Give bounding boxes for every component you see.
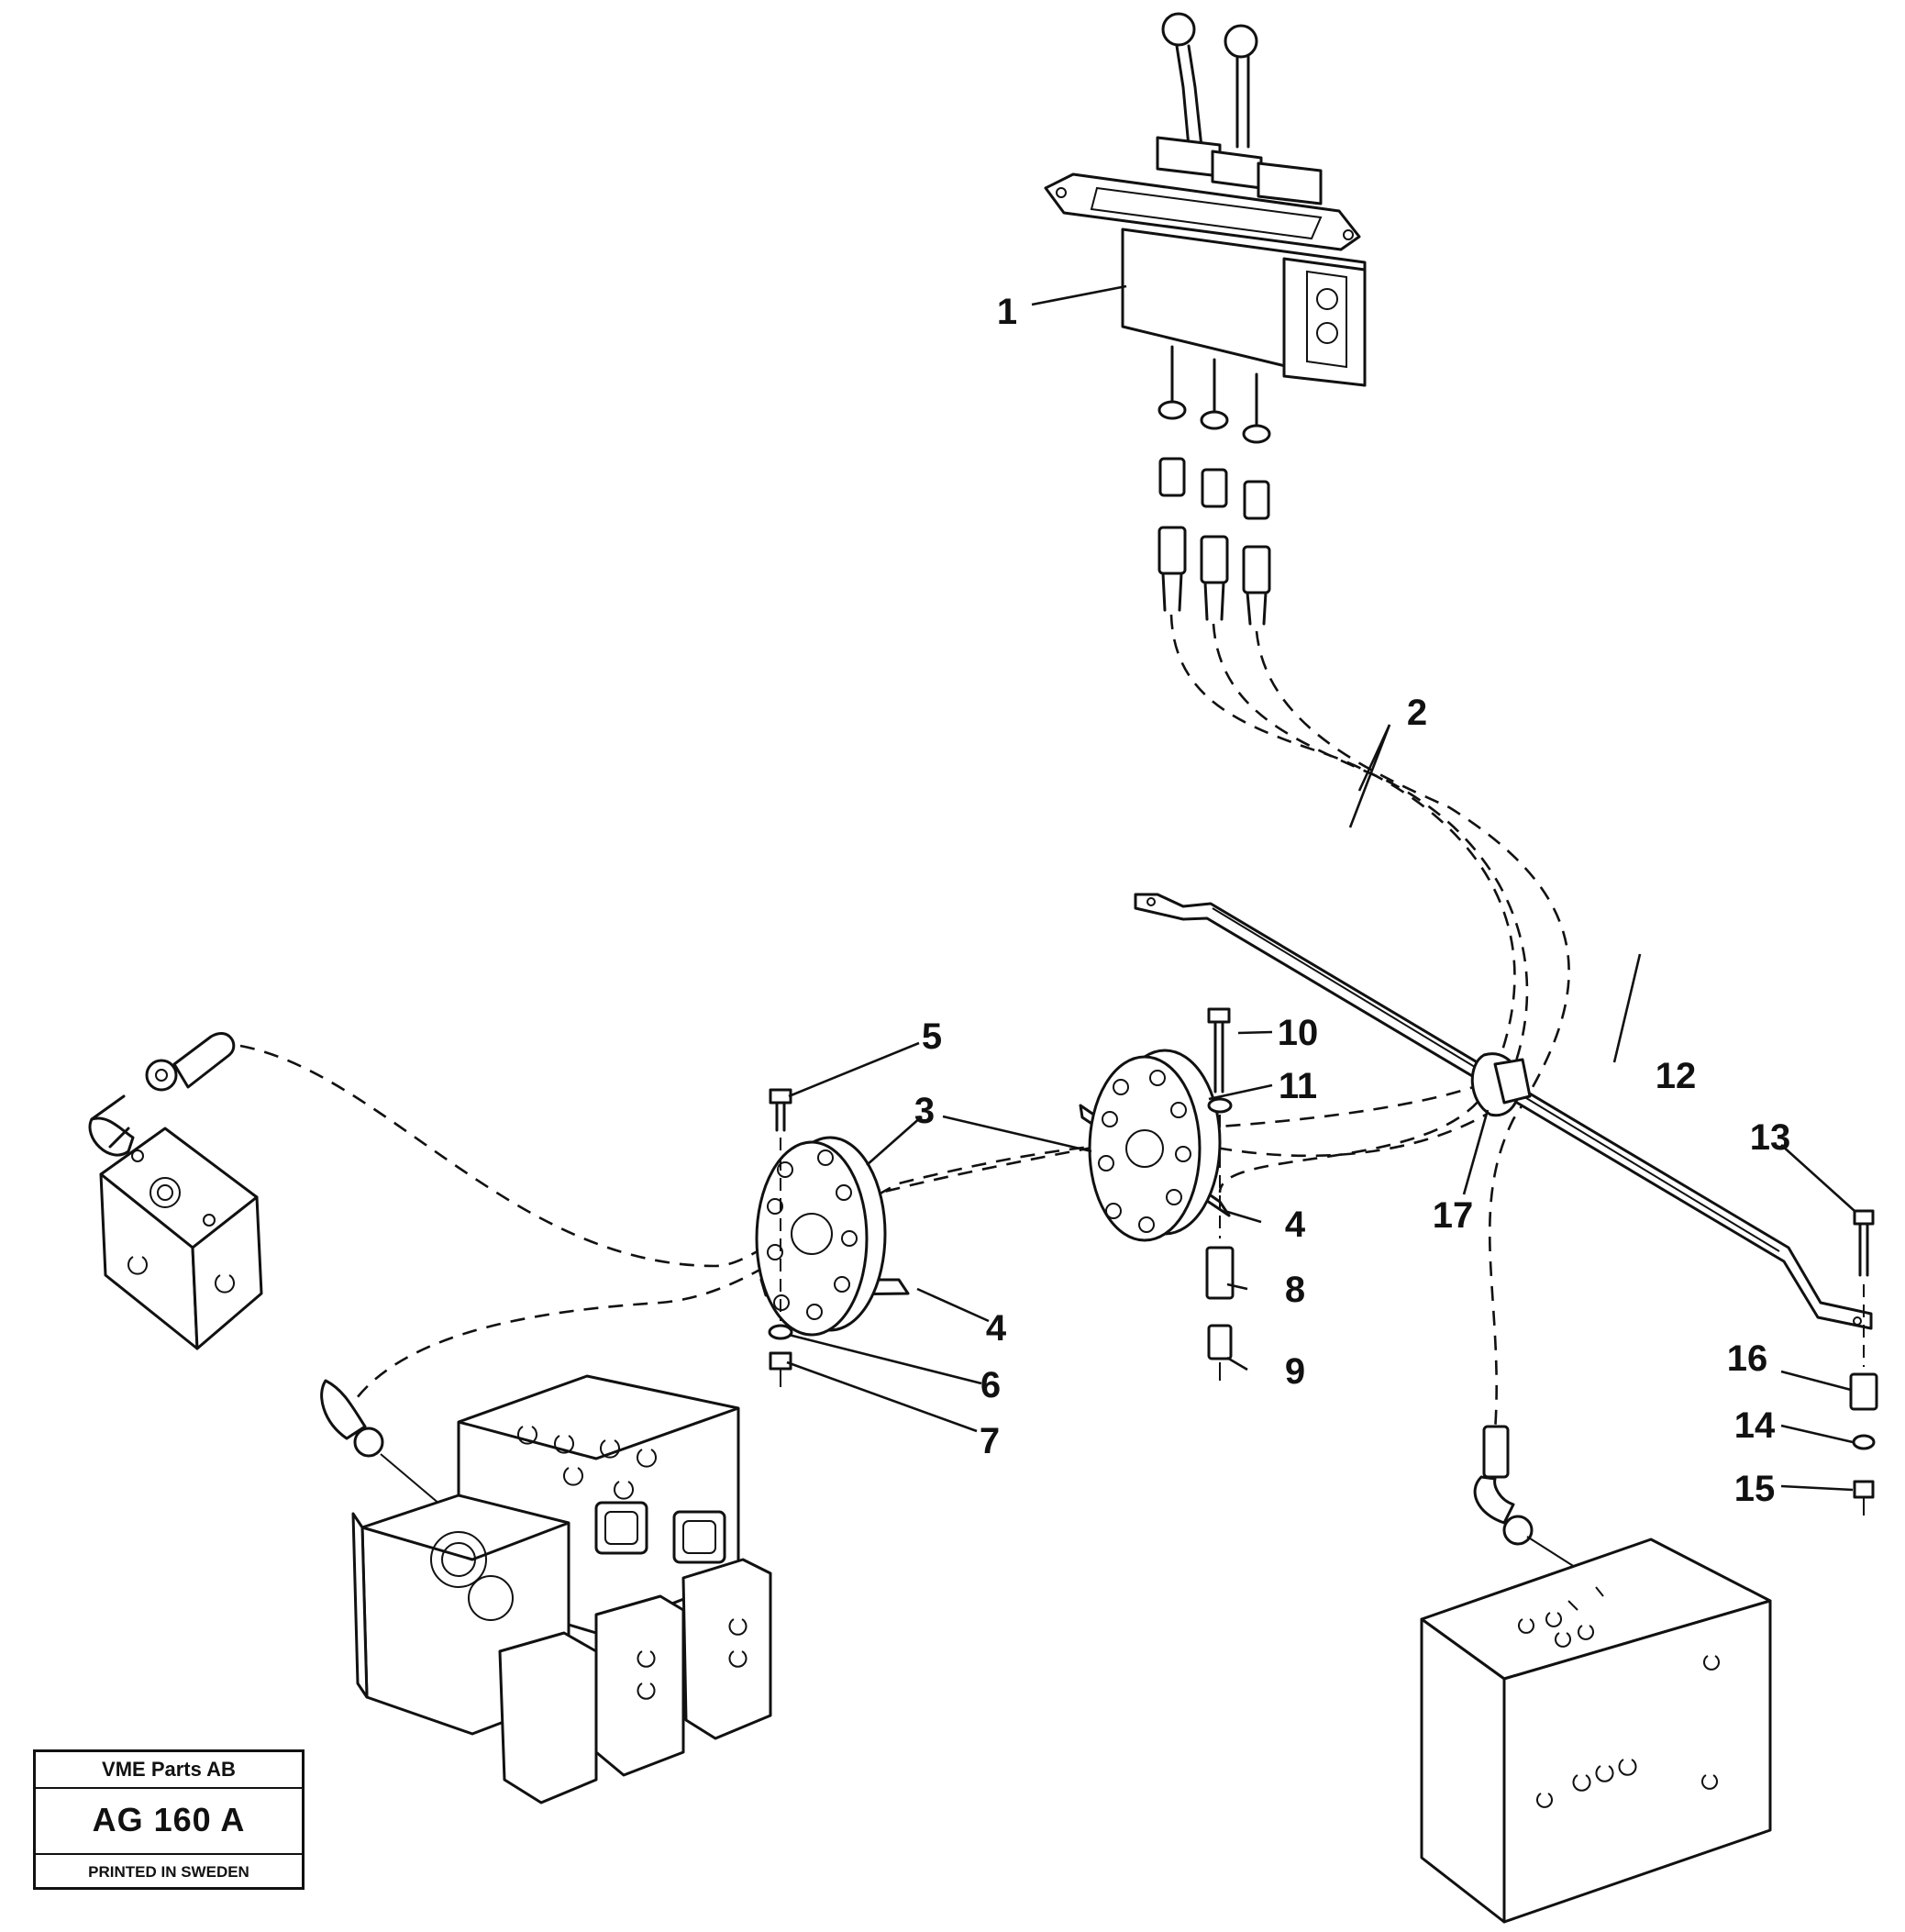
callout-6: 6 [980, 1365, 1001, 1405]
grommet-left [755, 1136, 910, 1337]
callout-1: 1 [997, 292, 1017, 332]
callout-16: 16 [1727, 1338, 1768, 1379]
hose-clamp [1470, 1052, 1532, 1117]
junction-block [1420, 1425, 1772, 1924]
callout-3: 3 [914, 1091, 935, 1131]
callout-4-right: 4 [1285, 1205, 1306, 1245]
callout-13: 13 [1750, 1117, 1791, 1158]
fasteners-stay-bar [1849, 1209, 1878, 1516]
callout-5: 5 [922, 1016, 942, 1057]
printed-note: PRINTED IN SWEDEN [36, 1853, 302, 1889]
callout-15: 15 [1734, 1469, 1776, 1509]
callout-4-left: 4 [986, 1308, 1007, 1349]
grommet-right [1079, 1049, 1231, 1242]
control-lever-unit [1044, 12, 1367, 626]
callout-11: 11 [1279, 1066, 1317, 1106]
pilot-valve-block [88, 1032, 263, 1350]
title-block: VME Parts AB AG 160 A PRINTED IN SWEDEN [33, 1749, 305, 1890]
callout-9: 9 [1285, 1351, 1305, 1392]
hose-lines [239, 614, 1570, 1432]
company-name: VME Parts AB [36, 1752, 302, 1789]
callout-labels: 1 2 3 4 4 5 6 7 8 9 10 11 12 13 14 15 16… [914, 292, 1790, 1509]
callout-7: 7 [980, 1421, 1000, 1461]
callout-17: 17 [1433, 1195, 1474, 1236]
callout-10: 10 [1278, 1013, 1319, 1053]
drawing-code: AG 160 A [92, 1801, 246, 1838]
fasteners-right [1205, 1007, 1235, 1381]
callout-14: 14 [1734, 1405, 1776, 1446]
callout-12: 12 [1656, 1056, 1697, 1096]
callout-8: 8 [1285, 1270, 1305, 1310]
fasteners-left [768, 1088, 793, 1387]
callout-2: 2 [1407, 693, 1427, 733]
leader-lines [786, 284, 1855, 1492]
main-control-valve [320, 1374, 772, 1804]
